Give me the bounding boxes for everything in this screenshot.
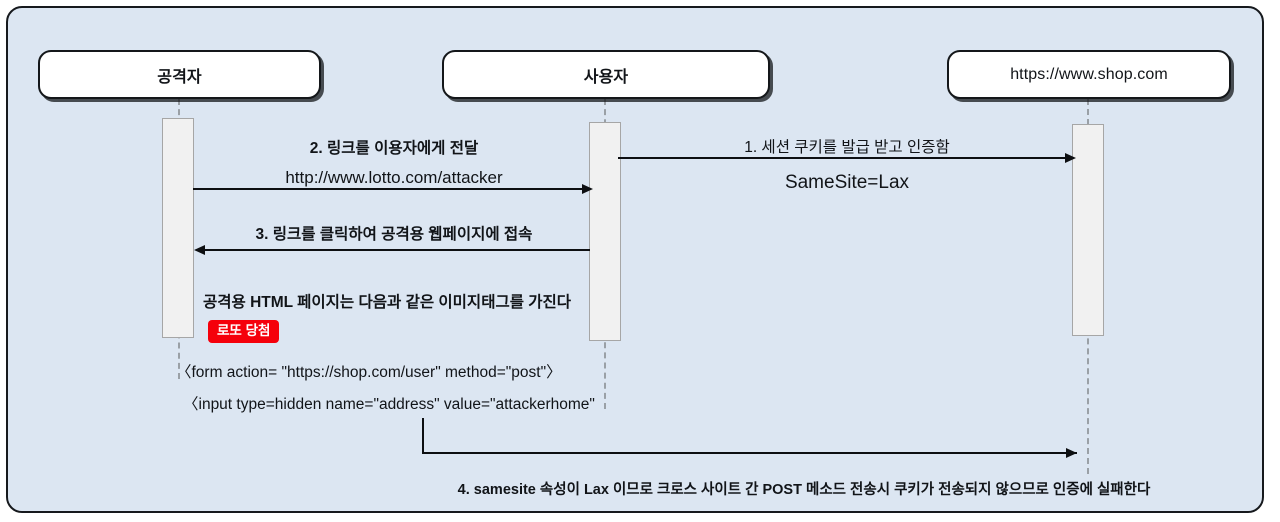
participant-label-attacker: 공격자 <box>157 68 202 86</box>
activation-bar-attacker <box>162 118 194 338</box>
message-4-vertical-segment <box>422 418 424 453</box>
activation-bar-user <box>589 122 621 341</box>
message-2-label: 2. 링크를 이용자에게 전달 <box>309 140 479 157</box>
message-3-label: 3. 링크를 클릭하여 공격용 웹페이지에 접속 <box>255 226 533 243</box>
message-1-arrow-line <box>618 157 1066 159</box>
message-1-sublabel: SameSite=Lax <box>784 172 910 193</box>
message-3-arrow-line <box>205 249 590 251</box>
participant-label-user: 사용자 <box>583 68 629 86</box>
participant-box-user[interactable]: 사용자 <box>442 50 770 99</box>
message-1-label: 1. 세션 쿠키를 발급 받고 인증함 <box>744 139 950 156</box>
activation-bar-shop <box>1072 124 1104 336</box>
message-4-arrow-head <box>1066 448 1077 458</box>
message-4-label: 4. samesite 속성이 Lax 이므로 크로스 사이트 간 POST 메… <box>457 482 1151 498</box>
note-code-line-2: 〈input type=hidden name="address" value=… <box>183 396 595 413</box>
message-3-arrow-head <box>194 245 205 255</box>
participant-label-shop: https://www.shop.com <box>1010 65 1168 83</box>
message-2-sublabel: http://www.lotto.com/attacker <box>285 168 503 187</box>
lotto-badge[interactable]: 로또 당첨 <box>208 320 280 343</box>
note-html-page: 공격용 HTML 페이지는 다음과 같은 이미지태그를 가진다 <box>203 294 572 311</box>
message-2-arrow-head <box>582 184 593 194</box>
message-2-arrow-line <box>193 188 583 190</box>
message-1-arrow-head <box>1065 153 1076 163</box>
participant-box-attacker[interactable]: 공격자 <box>38 50 321 99</box>
note-code-line-1: 〈form action= "https://shop.com/user" me… <box>176 364 562 381</box>
participant-box-shop[interactable]: https://www.shop.com <box>947 50 1231 99</box>
message-4-arrow-line <box>422 452 1077 454</box>
